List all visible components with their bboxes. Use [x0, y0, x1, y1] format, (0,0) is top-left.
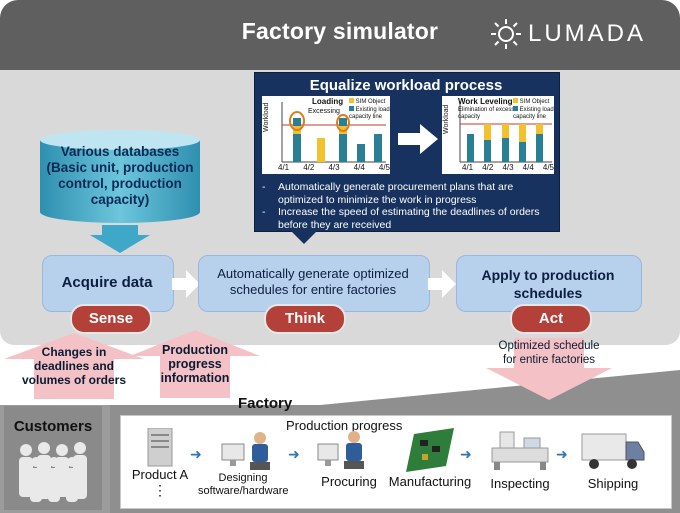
right-arrow-icon	[428, 270, 456, 298]
flow-arrow-icon: ➜	[460, 446, 472, 462]
leveling-bar-5-sim	[536, 124, 543, 134]
loading-chart	[262, 96, 390, 174]
leveling-bar-1	[467, 134, 474, 162]
truck-icon	[581, 433, 645, 469]
product-ellipsis: ⋮	[153, 482, 167, 498]
leveling-chart-annotation: Elimination of excess capacity	[458, 107, 515, 120]
logo-text: LUMADA	[528, 20, 647, 47]
tick: 4/5	[378, 163, 390, 172]
step-apply-schedules	[456, 255, 642, 312]
right-arrow-icon	[172, 270, 200, 298]
down-arrow-optimized	[486, 338, 612, 400]
factory-panel	[120, 415, 672, 509]
loading-bar-2	[317, 138, 325, 162]
callout-title: Equalize workload process	[309, 77, 503, 94]
leveling-legend: SIM Object Existing load capacity line	[513, 98, 555, 121]
loading-bar-1	[293, 118, 301, 162]
legend-existing: Existing load capacity line	[513, 107, 554, 120]
process-shipping: Shipping	[587, 476, 639, 491]
leveling-bar-2-sim	[484, 124, 491, 140]
leveling-chart-xticks: 4/1 4/2 4/3 4/4 4/5	[462, 163, 554, 172]
loading-chart-title: Loading	[312, 97, 344, 106]
step-generate-label: Automatically generate optimized schedul…	[217, 266, 409, 297]
leveling-chart-ylabel: Workload	[443, 104, 450, 134]
tick: 4/1	[278, 163, 290, 172]
sun-icon	[491, 19, 521, 49]
act-badge: Act	[510, 304, 592, 334]
loading-bar-4	[357, 144, 365, 162]
optimized-label: Optimized schedule for entire factories	[498, 340, 600, 366]
leveling-bar-3-sim	[502, 124, 509, 138]
flow-arrow-icon: ➜	[190, 446, 202, 462]
database-label: Various databases (Basic unit, productio…	[46, 144, 194, 207]
leveling-bar-4	[519, 142, 526, 162]
tick: 4/1	[462, 163, 474, 172]
tick: 4/2	[482, 163, 494, 172]
step-apply-label: Apply to production schedules	[481, 267, 615, 301]
leveling-chart	[442, 96, 554, 174]
step-acquire-label: Acquire data	[61, 274, 153, 291]
tick: 4/5	[542, 163, 554, 172]
leveling-chart-title: Work Leveling	[458, 97, 513, 106]
step-generate-schedules	[198, 255, 430, 312]
product-label: Product A	[131, 467, 189, 482]
up-arrow-progress	[130, 330, 260, 398]
designer-icon	[221, 432, 270, 470]
flow-arrow-icon: ➜	[288, 446, 300, 462]
customers-label: Customers	[13, 418, 93, 435]
circuit-board-icon	[406, 428, 454, 472]
lumada-logo: LUMADA	[490, 14, 646, 54]
tick: 4/3	[328, 163, 340, 172]
callout-bullet-1: - Automatically generate procurement pla…	[262, 181, 514, 206]
production-progress-label: Production progress	[286, 418, 403, 433]
server-icon	[147, 428, 173, 467]
progress-label: Production progress information	[160, 343, 230, 385]
tick: 4/4	[353, 163, 365, 172]
leveling-bar-2	[484, 140, 491, 162]
up-arrow-changes	[4, 333, 144, 399]
inspection-machine-icon	[491, 431, 549, 470]
process-procuring: Procuring	[321, 474, 377, 489]
factory-label: Factory	[238, 395, 293, 412]
legend-existing: Existing load capacity line	[349, 107, 390, 120]
leveling-bar-4-sim	[519, 124, 526, 142]
process-inspecting: Inspecting	[490, 476, 550, 491]
loading-bar-3	[339, 118, 347, 162]
tick: 4/2	[303, 163, 315, 172]
changes-label: Changes in deadlines and volumes of orde…	[21, 345, 127, 387]
loading-chart-annotation: Excessing	[308, 108, 340, 115]
down-arrow-icon	[90, 225, 150, 253]
process-designing: Designing software/hardware	[198, 472, 289, 497]
excess-marker-2	[336, 114, 350, 132]
leveling-bar-5	[536, 134, 543, 162]
loading-legend: SIM Object Existing load capacity line	[349, 98, 391, 121]
think-badge: Think	[264, 304, 346, 334]
callout-pointer	[290, 230, 318, 244]
process-manufacturing: Manufacturing	[388, 474, 472, 489]
database-cylinder	[40, 130, 200, 223]
tick: 4/3	[502, 163, 514, 172]
callout-bullet-2: - Increase the speed of estimating the d…	[262, 206, 540, 231]
sense-badge: Sense	[70, 304, 152, 334]
legend-sim: SIM Object	[519, 99, 550, 105]
legend-sim: SIM Object	[355, 99, 386, 105]
header-bar	[0, 0, 680, 70]
flow-arrow-icon: ➜	[556, 446, 568, 462]
excess-marker-1	[289, 111, 305, 131]
right-arrow-icon	[398, 124, 438, 154]
leveling-bar-3	[502, 138, 509, 162]
loading-chart-xticks: 4/1 4/2 4/3 4/4 4/5	[278, 163, 390, 172]
loading-chart-ylabel: Workload	[263, 102, 270, 132]
loading-bar-5	[374, 134, 382, 162]
procurer-icon	[317, 431, 364, 469]
tick: 4/4	[522, 163, 534, 172]
page-title: Factory simulator	[241, 18, 439, 44]
people-icon	[19, 442, 87, 502]
